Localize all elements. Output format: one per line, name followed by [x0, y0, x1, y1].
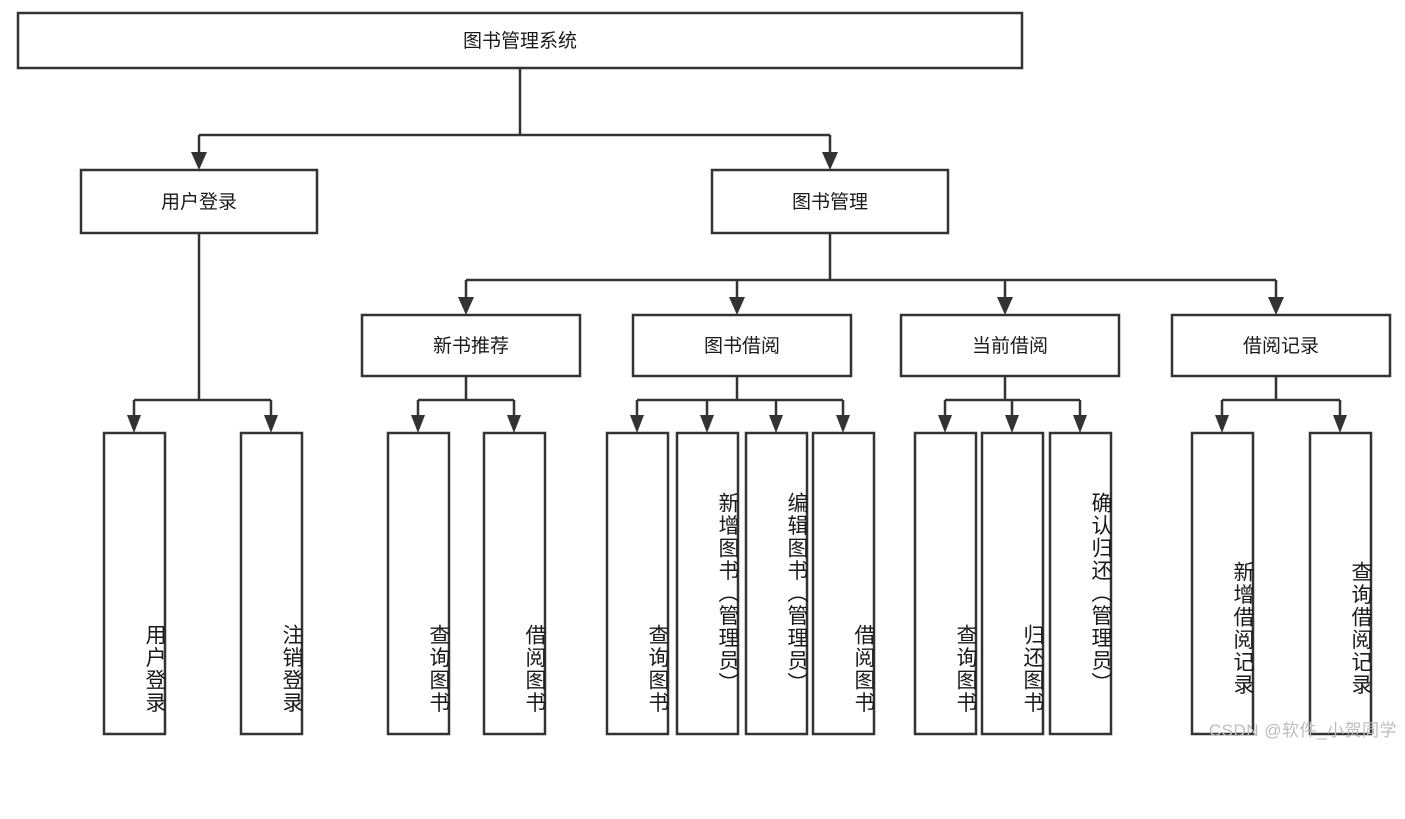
node-current-borrow-label: 当前借阅	[972, 335, 1048, 357]
arrow-head-borrow-leaf1	[630, 415, 644, 433]
arrow-head-new-book	[458, 297, 474, 315]
node-book-mgmt-box[interactable]	[710, 168, 950, 235]
node-leaf-box[interactable]	[482, 431, 547, 736]
node-leaf-box[interactable]	[605, 431, 670, 736]
arrow-head-ul-leaf1	[127, 415, 141, 433]
watermark-text: CSDN @软件_小贺同学	[1208, 721, 1397, 740]
node-leaf-box[interactable]	[1190, 431, 1255, 736]
node-leaf-box[interactable]	[1048, 431, 1113, 736]
node-book-borrow-box[interactable]	[631, 313, 853, 378]
arrow-head-borrow-record	[1268, 297, 1284, 315]
node-borrow-record-label: 借阅记录	[1243, 335, 1319, 357]
arrow-head-book-borrow	[729, 297, 745, 315]
arrow-head-borrow-leaf3	[769, 415, 783, 433]
node-leaf-box[interactable]	[811, 431, 876, 736]
node-leaf-box[interactable]	[980, 431, 1045, 736]
arrow-head-record-leaf1	[1215, 415, 1229, 433]
arrow-head-borrow-leaf2	[700, 415, 714, 433]
arrow-head-borrow-leaf4	[836, 415, 850, 433]
arrow-head-record-leaf2	[1333, 415, 1347, 433]
arrow-head-current-borrow	[997, 297, 1013, 315]
node-new-book-label: 新书推荐	[433, 335, 509, 357]
connector-layer	[127, 68, 1347, 433]
node-leaf-box[interactable]	[913, 431, 978, 736]
diagram-svg: 图书管理系统 用户登录 图书管理 新书推荐 图书借阅 当前借阅 借阅记录	[16, 11, 1392, 736]
arrow-head-ul-leaf2	[264, 415, 278, 433]
node-leaf-box[interactable]	[386, 431, 451, 736]
node-layer: 图书管理系统 用户登录 图书管理 新书推荐 图书借阅 当前借阅 借阅记录	[16, 11, 1392, 736]
diagram-canvas: 图书管理系统 用户登录 图书管理 新书推荐 图书借阅 当前借阅 借阅记录	[16, 11, 1397, 740]
arrow-head-new-leaf1	[411, 415, 425, 433]
arrow-head-current-leaf1	[938, 415, 952, 433]
arrow-head-current-leaf2	[1005, 415, 1019, 433]
node-book-mgmt-label: 图书管理	[792, 191, 868, 213]
node-leaf-box[interactable]	[102, 431, 167, 736]
node-leaf-box[interactable]	[239, 431, 304, 736]
node-user-login-box[interactable]	[79, 168, 319, 235]
node-root-box[interactable]	[16, 11, 1024, 70]
node-user-login-label: 用户登录	[161, 191, 237, 213]
arrow-head-book-mgmt	[822, 152, 838, 170]
arrow-head-new-leaf2	[507, 415, 521, 433]
node-book-borrow-label: 图书借阅	[704, 335, 780, 357]
arrow-head-user-login	[191, 152, 207, 170]
node-leaf-box[interactable]	[1308, 431, 1373, 736]
node-current-borrow-box[interactable]	[899, 313, 1121, 378]
node-leaf-box[interactable]	[744, 431, 809, 736]
node-leaf-box[interactable]	[675, 431, 740, 736]
node-new-book-box[interactable]	[360, 313, 582, 378]
arrow-head-current-leaf3	[1073, 415, 1087, 433]
node-root-label: 图书管理系统	[463, 30, 577, 52]
node-borrow-record-box[interactable]	[1170, 313, 1392, 378]
